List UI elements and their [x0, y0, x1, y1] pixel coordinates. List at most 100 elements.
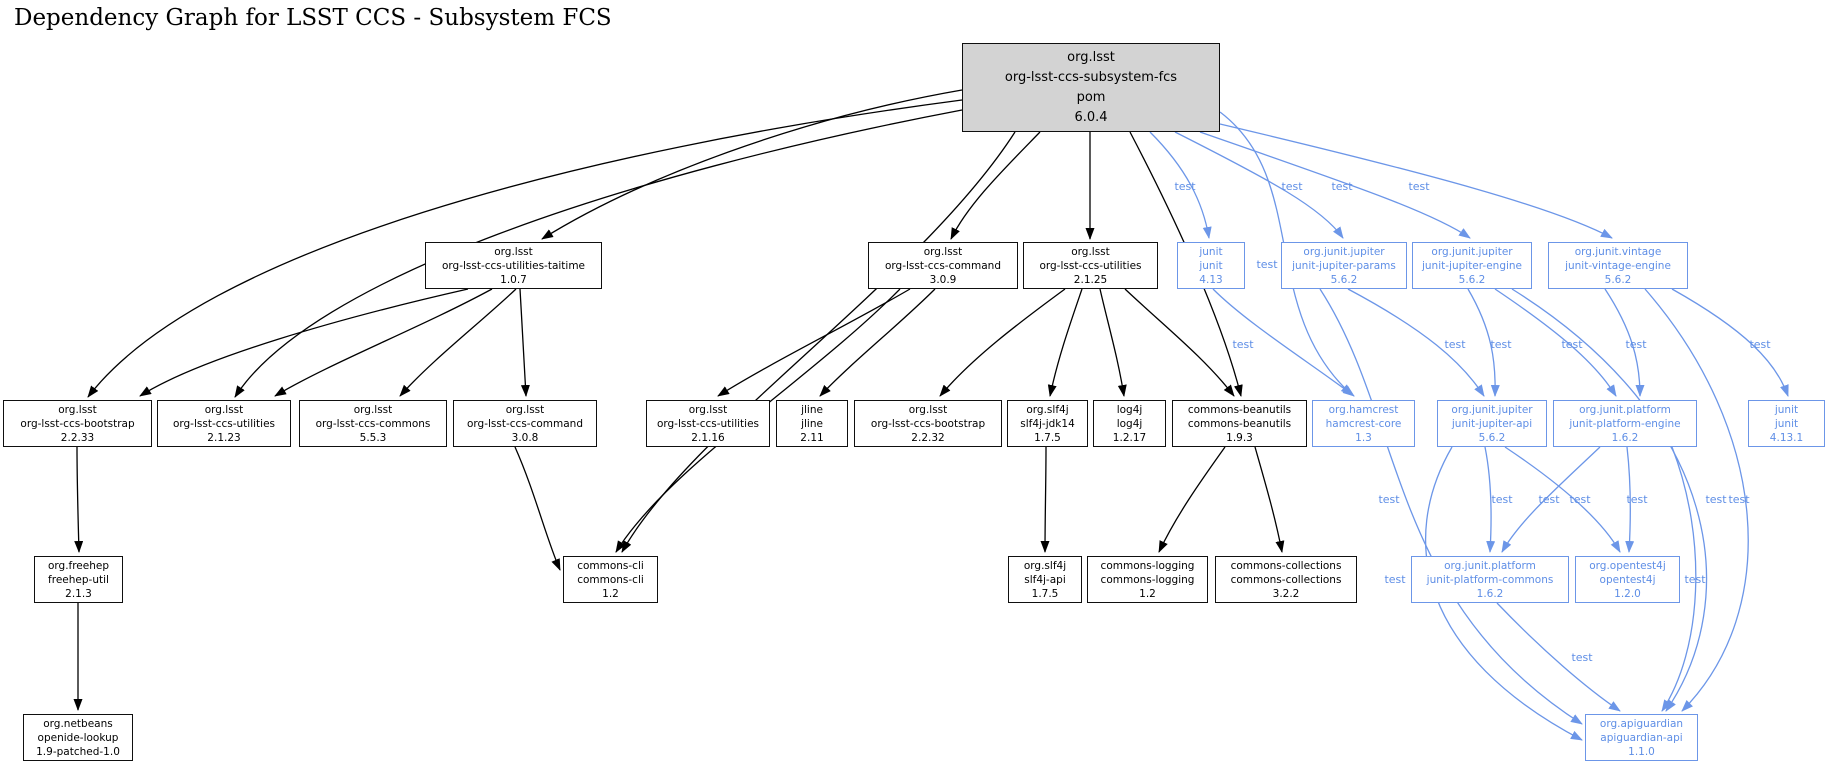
node-artifact: junit [1199, 259, 1223, 272]
node-version: 1.3 [1355, 431, 1372, 444]
node-version: 2.1.3 [65, 587, 92, 600]
node-version: 1.2.17 [1112, 431, 1147, 444]
edge-label-test: test [1491, 493, 1513, 506]
dependency-edge [1040, 446, 1050, 553]
edge-label-test: test [1281, 180, 1303, 193]
node-artifact: apiguardian-api [1600, 731, 1683, 744]
node-group: commons-logging [1100, 559, 1195, 572]
node-version: 5.6.2 [1458, 273, 1486, 286]
node-group: org.lsst [58, 403, 97, 416]
dependency-edge [541, 89, 963, 240]
node-version: 2.2.33 [60, 431, 95, 444]
node-group: commons-cli [577, 559, 644, 572]
node-group: org.junit.jupiter [1451, 403, 1533, 416]
edge-label-test: test [1625, 338, 1647, 351]
dependency-edge [819, 288, 936, 397]
node-artifact: org-lsst-ccs-commons [315, 417, 431, 430]
dependency-edge [519, 288, 530, 397]
dependency-edge [274, 288, 493, 397]
node-version: 1.6.2 [1611, 431, 1639, 444]
graph-title: Dependency Graph for LSST CCS - Subsyste… [14, 5, 612, 31]
node-artifact: org-lsst-ccs-subsystem-fcs [1004, 69, 1178, 85]
node-artifact: org-lsst-ccs-command [467, 417, 583, 430]
test-dependency-edge [1511, 288, 1708, 712]
node-group: org.lsst [353, 403, 393, 416]
node-artifact: junit-platform-commons [1426, 573, 1554, 586]
edge-label-test: test [1378, 493, 1400, 506]
node-artifact: junit-vintage-engine [1565, 259, 1671, 272]
node-group: org.lsst [688, 403, 728, 416]
node-version: 4.13.1 [1769, 431, 1804, 444]
test-dependency-edge [1496, 602, 1621, 712]
dependency-edge [87, 99, 963, 398]
node-artifact: slf4j-api [1024, 573, 1066, 586]
node-version: 1.0.7 [500, 273, 527, 286]
node-artifact: junit [1774, 417, 1799, 430]
dependency-edge [939, 288, 1066, 397]
test-dependency-edge [1604, 288, 1645, 397]
edge-label-test: test [1705, 493, 1727, 506]
node-group: org.opentest4j [1589, 559, 1666, 572]
test-dependency-edge [1625, 446, 1635, 553]
node-version: 1.9.3 [1226, 431, 1253, 444]
node-version: 2.1.16 [691, 431, 725, 444]
dependency-edge [399, 288, 517, 397]
test-dependency-edge [1484, 446, 1496, 553]
node-version: 1.2.0 [1614, 587, 1641, 600]
node-version: 2.2.32 [911, 431, 945, 444]
node-group: org.junit.platform [1579, 403, 1671, 416]
node-artifact: org-lsst-ccs-utilities-taitime [441, 259, 586, 272]
edge-label-test: test [1256, 258, 1278, 271]
node-version: 3.0.9 [929, 273, 957, 286]
dependency-edge [1254, 446, 1285, 553]
test-dependency-edge [1661, 446, 1697, 712]
node-group: org.freehep [47, 559, 110, 572]
node-artifact: commons-collections [1230, 573, 1342, 586]
test-dependency-edge [1504, 446, 1621, 553]
node-group: org.lsst [908, 403, 948, 416]
node-version: 1.2 [602, 587, 619, 600]
node-version: 1.2 [1139, 587, 1156, 600]
node-artifact: opentest4j [1599, 573, 1656, 586]
node-group: org.hamcrest [1328, 403, 1399, 416]
node-group: org.netbeans [43, 717, 113, 730]
edge-label-test: test [1571, 651, 1593, 664]
test-dependency-edge [1501, 446, 1601, 553]
node-group: org.slf4j [1026, 403, 1069, 416]
dependency-edge [950, 131, 1041, 240]
node-version: 5.6.2 [1604, 273, 1632, 286]
node-artifact: junit-jupiter-api [1451, 417, 1533, 430]
node-group: log4j [1116, 403, 1143, 416]
dependency-edge [1047, 288, 1083, 397]
node-artifact: junit-jupiter-engine [1421, 259, 1523, 272]
node-artifact: freehep-util [48, 573, 109, 586]
node-artifact: jline [801, 417, 823, 430]
dependency-edge [139, 288, 469, 397]
node-artifact: commons-cli [577, 573, 644, 586]
dependency-edge [621, 131, 1016, 553]
test-dependency-edge [1219, 123, 1613, 239]
test-dependency-edge [1347, 288, 1485, 397]
node-artifact: org-lsst-ccs-command [885, 259, 1001, 272]
node-version: 2.1.25 [1073, 273, 1108, 286]
node-version: 5.6.2 [1478, 431, 1506, 444]
test-dependency-edge [1212, 288, 1355, 397]
dependency-edge [1099, 288, 1127, 397]
node-version: 1.1.0 [1628, 745, 1655, 758]
edge-label-test: test [1490, 338, 1512, 351]
node-group: junit [1774, 403, 1799, 416]
node-version: 6.0.4 [1074, 109, 1108, 125]
edge-label-test: test [1444, 338, 1466, 351]
